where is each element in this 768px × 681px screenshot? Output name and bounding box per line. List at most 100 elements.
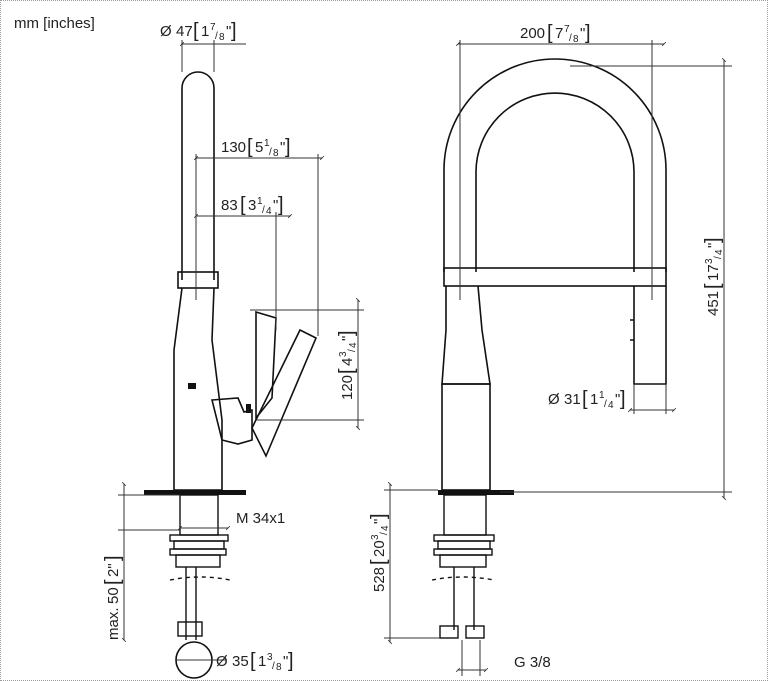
dim-max-thickness: max. 50 [ 2" ]: [102, 555, 124, 640]
svg-text:[: [: [250, 650, 256, 672]
svg-text:8: 8: [219, 32, 225, 43]
svg-text:]: ]: [102, 555, 124, 561]
marker-dot: [246, 404, 251, 413]
svg-text:1: 1: [590, 391, 598, 408]
svg-text:": ": [615, 391, 620, 408]
base-plate-front: [438, 490, 514, 495]
front-view-faucet: [441, 58, 667, 491]
svg-text:8: 8: [276, 662, 282, 673]
svg-text:Ø: Ø: [216, 653, 228, 670]
svg-text:3: 3: [267, 652, 273, 663]
svg-text:": ": [273, 197, 278, 214]
svg-text:": ": [339, 336, 356, 341]
svg-text:[: [: [702, 283, 724, 289]
units-label: mm [inches]: [14, 15, 95, 32]
svg-text:[: [: [547, 22, 553, 44]
svg-text:4: 4: [348, 342, 359, 348]
svg-text:]: ]: [231, 20, 237, 42]
svg-text:[: [: [582, 388, 588, 410]
svg-text:max.: max.: [105, 607, 122, 640]
svg-text:8: 8: [573, 34, 579, 45]
svg-text:130: 130: [221, 139, 246, 156]
svg-text:1: 1: [201, 23, 209, 40]
svg-text:3: 3: [248, 197, 256, 214]
dim-width-200: 200 [ 7 7 / 8 " ]: [520, 22, 591, 45]
dim-total-528: 528 [ 20 3 / 4 " ]: [368, 513, 391, 592]
svg-text:451: 451: [705, 291, 722, 316]
svg-text:[: [: [368, 559, 390, 565]
svg-text:Ø: Ø: [548, 391, 560, 408]
svg-text:]: ]: [620, 388, 626, 410]
svg-text:/: /: [269, 147, 272, 158]
svg-text:[: [: [247, 136, 253, 158]
dim-reach-83: 83 [ 3 1 / 4 " ]: [221, 194, 284, 217]
svg-text:1: 1: [258, 653, 266, 670]
svg-text:]: ]: [585, 22, 591, 44]
svg-text:[: [: [102, 579, 124, 585]
svg-text:/: /: [379, 532, 390, 535]
svg-text:17: 17: [705, 264, 722, 281]
marker-dot: [188, 383, 196, 389]
svg-text:": ": [283, 653, 288, 670]
svg-text:200: 200: [520, 25, 545, 42]
svg-text:83: 83: [221, 197, 238, 214]
svg-text:]: ]: [336, 330, 358, 336]
dim-hole-diameter: Ø 35 [ 1 3 / 8 " ]: [216, 650, 294, 673]
svg-text:1: 1: [599, 390, 605, 401]
svg-text:20: 20: [371, 540, 388, 557]
dim-lever-height: 120 [ 4 3 / 4 " ]: [336, 330, 359, 400]
svg-text:": ": [280, 139, 285, 156]
svg-text:[: [: [193, 20, 199, 42]
svg-text:/: /: [262, 205, 265, 216]
svg-text:50: 50: [105, 587, 122, 604]
svg-text:4: 4: [608, 400, 614, 411]
svg-text:[: [: [240, 194, 246, 216]
svg-text:": ": [371, 519, 388, 524]
svg-text:]: ]: [288, 650, 294, 672]
shank-front: [431, 494, 495, 639]
svg-text:3: 3: [338, 351, 349, 357]
svg-text:1: 1: [264, 138, 270, 149]
svg-text:]: ]: [368, 513, 390, 519]
svg-text:4: 4: [339, 358, 356, 366]
svg-text:4: 4: [266, 206, 272, 217]
svg-text:/: /: [272, 661, 275, 672]
svg-text:35: 35: [232, 653, 249, 670]
svg-text:7: 7: [555, 25, 563, 42]
svg-text:4: 4: [714, 249, 725, 255]
svg-text:528: 528: [371, 567, 388, 592]
svg-text:7: 7: [564, 24, 570, 35]
svg-text:[: [: [336, 368, 358, 374]
mounting-hole-circle: [175, 641, 213, 679]
svg-text:7: 7: [210, 22, 216, 33]
base-plate-side: [144, 490, 246, 495]
svg-text:8: 8: [273, 148, 279, 159]
svg-text:/: /: [347, 349, 358, 352]
side-view-faucet: [173, 71, 318, 491]
dim-spray-diameter: Ø 31 [ 1 1 / 4 " ]: [548, 388, 626, 411]
dimension-lines: [118, 40, 732, 676]
svg-text:]: ]: [285, 136, 291, 158]
svg-text:": ": [705, 243, 722, 248]
svg-text:": ": [226, 23, 231, 40]
svg-text:/: /: [569, 33, 572, 44]
svg-text:/: /: [713, 256, 724, 259]
svg-text:/: /: [604, 399, 607, 410]
svg-text:47: 47: [176, 23, 193, 40]
svg-text:]: ]: [278, 194, 284, 216]
svg-text:1: 1: [257, 196, 263, 207]
svg-text:": ": [580, 25, 585, 42]
svg-text:]: ]: [702, 237, 724, 243]
dim-thread: M 34x1: [236, 510, 285, 527]
svg-text:2": 2": [105, 563, 122, 577]
shank-side: [169, 494, 231, 640]
svg-text:3: 3: [704, 258, 715, 264]
svg-text:5: 5: [255, 139, 263, 156]
svg-text:3: 3: [370, 534, 381, 540]
svg-text:/: /: [215, 31, 218, 42]
dim-connection: G 3/8: [514, 654, 551, 671]
svg-text:Ø: Ø: [160, 23, 172, 40]
svg-text:31: 31: [564, 391, 581, 408]
dim-reach-130: 130 [ 5 1 / 8 " ]: [221, 136, 291, 159]
